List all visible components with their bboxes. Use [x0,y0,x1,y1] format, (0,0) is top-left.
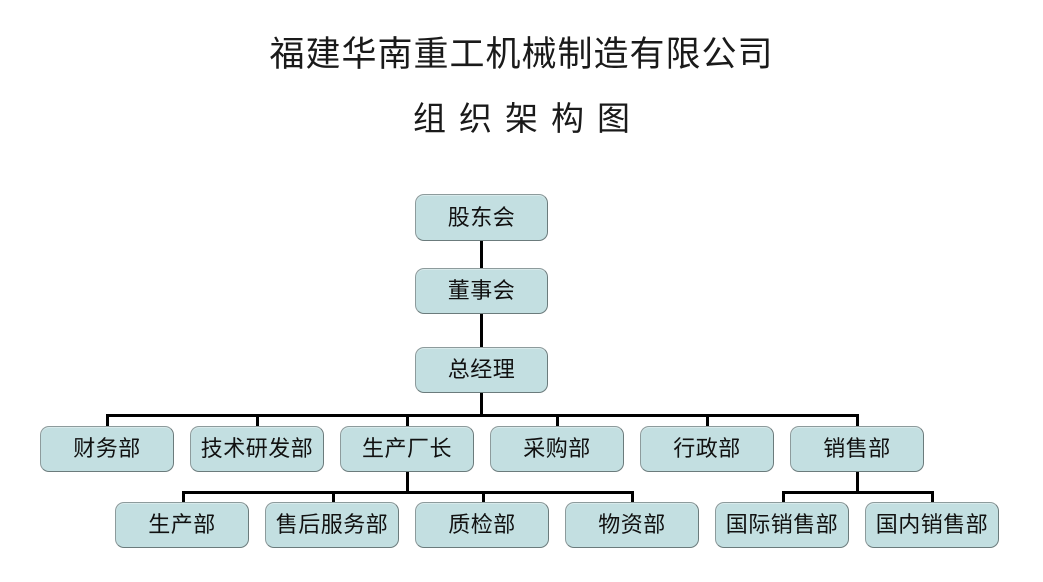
org-node-domestic-sales[interactable]: 国内销售部 [865,502,999,548]
org-node-label: 技术研发部 [200,436,314,461]
connector-production-director-stem [406,471,409,492]
org-node-production[interactable]: 生产部 [115,502,249,548]
connector-drop-purchasing [556,414,559,427]
org-node-rnd[interactable]: 技术研发部 [190,426,324,472]
org-node-label: 生产部 [148,512,216,537]
org-node-shareholders[interactable]: 股东会 [415,194,548,241]
connector-sales-stem [856,471,859,492]
connector-drop-production [182,491,185,503]
connector-drop-finance [106,414,109,427]
connector-drop-sales [856,414,859,427]
org-node-label: 总经理 [447,357,516,382]
org-node-purchasing[interactable]: 采购部 [490,426,624,472]
connector-shareholders-board [480,240,483,269]
org-node-materials[interactable]: 物资部 [565,502,699,548]
org-node-label: 生产厂长 [361,436,452,461]
connector-drop-materials [631,491,634,503]
connector-drop-intl-sales [782,491,785,503]
org-node-finance[interactable]: 财务部 [40,426,174,472]
connector-drop-administration [706,414,709,427]
org-node-quality[interactable]: 质检部 [415,502,549,548]
org-node-sales[interactable]: 销售部 [790,426,924,472]
org-node-label: 国际销售部 [725,512,839,537]
org-node-label: 物资部 [598,512,666,537]
connector-drop-rnd [256,414,259,427]
connector-board-general-manager [480,313,483,348]
org-node-label: 股东会 [447,204,516,230]
connector-sales-bus [782,491,933,494]
org-node-production-director[interactable]: 生产厂长 [340,426,474,472]
org-node-administration[interactable]: 行政部 [640,426,774,472]
connector-drop-after-sales [332,491,335,503]
org-node-general-manager[interactable]: 总经理 [415,347,548,393]
page-title-subtitle: 组织架构图 [413,102,643,138]
connector-drop-production-director [406,414,409,427]
org-node-label: 董事会 [447,278,516,303]
org-node-label: 售后服务部 [275,512,389,537]
org-node-label: 国内销售部 [875,512,989,537]
page-title-company: 福建华南重工机械制造有限公司 [269,35,774,74]
org-node-after-sales[interactable]: 售后服务部 [265,502,399,548]
org-node-label: 采购部 [523,436,591,461]
connector-general-manager-stem [480,392,483,416]
org-node-label: 销售部 [823,436,891,461]
connector-level4-bus [106,414,858,417]
org-node-label: 质检部 [448,512,516,537]
org-node-intl-sales[interactable]: 国际销售部 [715,502,849,548]
org-node-board[interactable]: 董事会 [415,268,548,314]
org-node-label: 财务部 [73,436,141,461]
connector-drop-domestic-sales [931,491,934,503]
org-node-label: 行政部 [673,436,741,461]
connector-drop-quality [482,491,485,503]
connector-production-bus [182,491,633,494]
